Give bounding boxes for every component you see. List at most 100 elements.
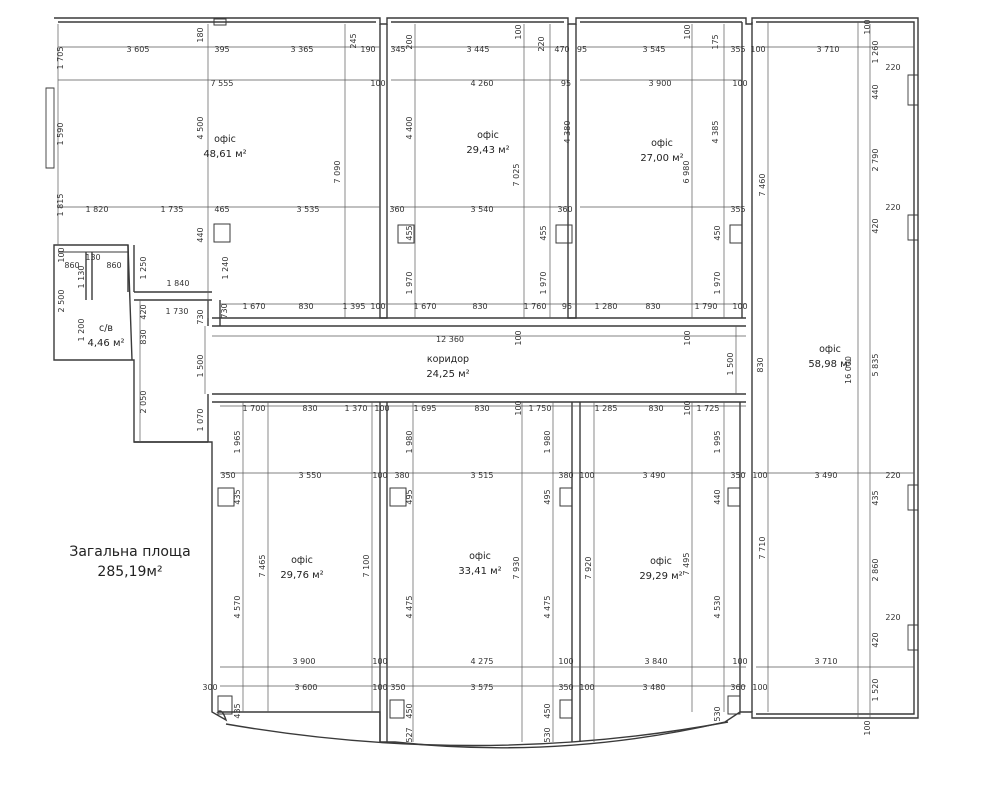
dimension-label: 360 — [730, 683, 745, 692]
dimension-label: 95 — [577, 45, 587, 54]
dimension-label: 7 920 — [584, 557, 593, 580]
dimension-label: 100 — [732, 657, 747, 666]
dimension-label: 3 445 — [467, 45, 490, 54]
dimension-label: 830 — [645, 302, 660, 311]
dimension-label: 220 — [537, 36, 546, 51]
dimension-label: 345 — [390, 45, 405, 54]
dimension-label: 420 — [871, 218, 880, 233]
dimension-label: 730 — [196, 309, 205, 324]
dimension-label: 7 025 — [512, 164, 521, 187]
dimension-label: 100 — [57, 247, 66, 262]
dimension-label: 7 090 — [333, 161, 342, 184]
dimension-label: 7 460 — [758, 174, 767, 197]
dimension-label: 300 — [202, 683, 217, 692]
dimension-label: 1 590 — [56, 123, 65, 146]
dimension-label: 4 500 — [196, 117, 205, 140]
dimension-label: 3 490 — [815, 471, 838, 480]
dimension-label: 220 — [885, 613, 900, 622]
dimension-label: 1 840 — [167, 279, 190, 288]
dimension-label: 7 710 — [758, 537, 767, 560]
dimension-label: 5 835 — [871, 354, 880, 377]
dimension-label: 1 735 — [161, 205, 184, 214]
dimension-label: 7 465 — [258, 555, 267, 578]
dimension-label: 420 — [871, 632, 880, 647]
dimension-label: 830 — [474, 404, 489, 413]
dimension-label: 450 — [405, 703, 414, 718]
dimension-label: 6 980 — [682, 161, 691, 184]
dimension-label: 220 — [885, 471, 900, 480]
dimension-label: 100 — [732, 79, 747, 88]
dimension-label: 455 — [539, 225, 548, 240]
dimension-label: 220 — [885, 203, 900, 212]
dimension-label: 95 — [561, 79, 571, 88]
dimension-label: 16 000 — [844, 356, 853, 384]
dimension-label: 100 — [732, 302, 747, 311]
dimension-label: 200 — [405, 34, 414, 49]
dimension-label: 1 815 — [56, 194, 65, 217]
dimension-label: 1 395 — [343, 302, 366, 311]
dimension-label: 7 555 — [211, 79, 234, 88]
dimension-label: 100 — [514, 24, 523, 39]
dimension-label: 1 240 — [221, 257, 230, 280]
dimension-label: 4 385 — [711, 121, 720, 144]
dimension-label: 1 705 — [56, 47, 65, 70]
dimension-label: 470 — [554, 45, 569, 54]
dimension-label: 12 360 — [436, 335, 464, 344]
dimension-label: 100 — [372, 471, 387, 480]
room-area: 48,61 м² — [203, 149, 246, 160]
dimension-label: 1 730 — [166, 307, 189, 316]
dimension-label: 440 — [871, 84, 880, 99]
dimension-label: 450 — [543, 703, 552, 718]
total-area-title: Загальна площа — [69, 544, 190, 560]
room-name: с/в — [99, 323, 113, 334]
dimension-label: 3 605 — [127, 45, 150, 54]
dimension-label: 440 — [196, 227, 205, 242]
dimension-label: 245 — [349, 33, 358, 48]
dimension-label: 1 670 — [414, 302, 437, 311]
dimension-label: 1 725 — [697, 404, 720, 413]
dimension-label: 4 260 — [471, 79, 494, 88]
dimension-lines — [57, 22, 914, 742]
dimension-label: 3 540 — [471, 205, 494, 214]
room-area: 29,43 м² — [466, 145, 509, 156]
dimension-label: 830 — [472, 302, 487, 311]
dimension-label: 1 670 — [243, 302, 266, 311]
dimension-label: 530 — [713, 706, 722, 721]
dimension-label: 435 — [233, 489, 242, 504]
dimension-label: 730 — [220, 303, 229, 318]
dimension-label: 190 — [360, 45, 375, 54]
dimension-label: 100 — [750, 45, 765, 54]
dimension-label: 130 — [85, 253, 100, 262]
dimension-label: 100 — [863, 720, 872, 735]
dimension-label: 7 930 — [512, 557, 521, 580]
dimension-label: 830 — [298, 302, 313, 311]
dimension-label: 100 — [579, 471, 594, 480]
dimension-label: 2 500 — [57, 290, 66, 313]
dimension-label: 3 515 — [471, 471, 494, 480]
dimension-label: 1 520 — [871, 679, 880, 702]
total-area-label: Загальна площа 285,19м² — [69, 544, 190, 580]
dimension-label: 100 — [863, 19, 872, 34]
dimension-label: 830 — [648, 404, 663, 413]
room-area: 24,25 м² — [426, 369, 469, 380]
dimension-label: 2 790 — [871, 149, 880, 172]
dimension-label: 1 370 — [345, 404, 368, 413]
dimension-label: 1 970 — [405, 272, 414, 295]
dimension-label: 100 — [558, 657, 573, 666]
dimension-label: 180 — [196, 27, 205, 42]
dimension-label: 3 710 — [815, 657, 838, 666]
dimension-label: 350 — [220, 471, 235, 480]
dimension-label: 220 — [885, 63, 900, 72]
dimension-label: 435 — [233, 703, 242, 718]
outer-walls — [45, 17, 919, 749]
dimension-label: 450 — [713, 225, 722, 240]
dimension-label: 1 130 — [77, 266, 86, 289]
dimension-label: 3 900 — [649, 79, 672, 88]
dimension-label: 1 760 — [524, 302, 547, 311]
dimension-label: 1 250 — [139, 257, 148, 280]
dimension-label: 860 — [64, 261, 79, 270]
dimension-label: 360 — [389, 205, 404, 214]
dimension-label: 100 — [579, 683, 594, 692]
